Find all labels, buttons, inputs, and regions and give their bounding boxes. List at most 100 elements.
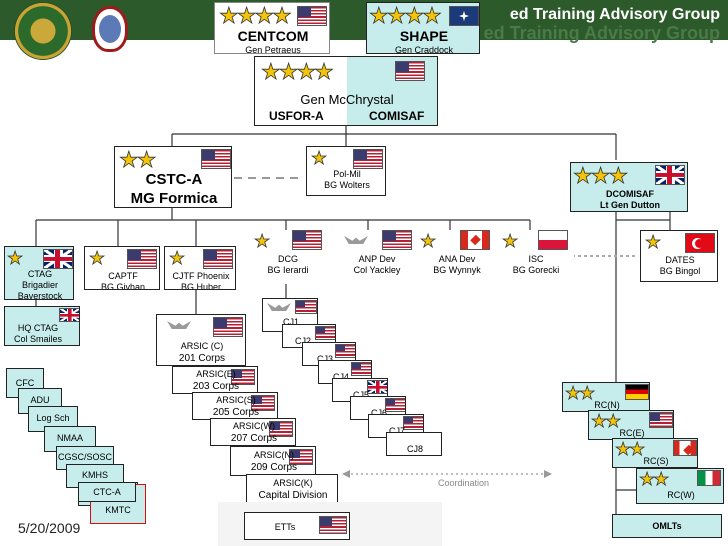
hq-ctag-commander: Col Smailes xyxy=(13,334,62,344)
slide-date: 5/20/2009 xyxy=(18,520,81,536)
two-star-icon: ★★ xyxy=(591,411,622,431)
comisaf-label: COMISAF xyxy=(369,109,425,123)
centcom-box: ★★★★ CENTCOM Gen Petraeus xyxy=(214,2,330,54)
us-flag-icon xyxy=(315,326,335,340)
us-flag-icon xyxy=(289,449,313,465)
dcg-title: DCG xyxy=(278,254,298,264)
one-star-icon: ★ xyxy=(7,248,24,268)
turkey-flag-icon xyxy=(685,233,715,253)
captf-box: ★ CAPTF BG Givhan xyxy=(84,246,160,290)
omlts-box: OMLTs xyxy=(612,514,722,538)
etts-box: ETTs xyxy=(244,512,350,540)
two-star-icon: ★★ xyxy=(119,147,157,172)
banner-title: ed Training Advisory Group xyxy=(509,6,720,23)
dates-box: ★ DATES BG Bingol xyxy=(640,230,718,282)
arsic-n-box: ARSIC(N) 209 Corps xyxy=(230,446,316,476)
centcom-title: CENTCOM xyxy=(237,28,309,44)
canada-flag-icon xyxy=(673,440,697,456)
dcomisaf-title: DCOMISAF xyxy=(606,189,654,199)
us-flag-icon xyxy=(297,6,327,26)
nato-flag-icon xyxy=(449,6,479,26)
cj8-box: CJ8 xyxy=(386,432,442,456)
cjtf-phoenix-title: CJTF Phoenix xyxy=(172,271,230,281)
captf-commander: BG Givhan xyxy=(100,282,146,290)
shape-commander: Gen Craddock xyxy=(394,45,454,54)
poland-flag-icon xyxy=(538,230,568,250)
colonel-eagle-icon xyxy=(167,319,191,331)
rc-e-box: ★★ RC(E) xyxy=(588,410,674,440)
rc-s-box: ★★ RC(S) xyxy=(612,438,698,468)
cstc-a-commander: MG Formica xyxy=(130,190,218,207)
uk-flag-icon xyxy=(367,380,387,394)
dcg-commander: BG Ierardi xyxy=(267,265,309,275)
ctag-seal-logo xyxy=(14,2,72,60)
ana-dev-commander: BG Wynnyk xyxy=(433,265,481,275)
anp-dev-box: ANP Dev Col Yackley xyxy=(338,230,416,282)
ctag-title: CTAG xyxy=(27,269,53,279)
one-star-icon: ★ xyxy=(420,231,437,251)
usfor-commander: Gen McChrystal xyxy=(300,92,394,107)
germany-flag-icon xyxy=(625,384,649,400)
usfor-comisaf-box: ★★★★ Gen McChrystal USFOR-A COMISAF xyxy=(254,56,438,126)
isc-box: ★ ISC BG Gorecki xyxy=(498,230,574,282)
captf-title: CAPTF xyxy=(108,271,138,281)
dcomisaf-box: ★★★ DCOMISAF Lt Gen Dutton xyxy=(570,162,688,212)
one-star-icon: ★ xyxy=(645,232,662,252)
hq-ctag-title: HQ CTAG xyxy=(17,323,59,333)
arsic-e-box: ARSIC(E) 203 Corps xyxy=(172,366,258,394)
ana-dev-title: ANA Dev xyxy=(438,254,476,264)
ctc-a-front-box: CTC-A xyxy=(78,482,136,502)
three-star-icon: ★★★ xyxy=(573,163,629,188)
uk-flag-icon xyxy=(59,308,79,322)
two-star-icon: ★★ xyxy=(565,383,596,403)
four-star-icon: ★★★★ xyxy=(219,3,293,28)
us-flag-icon xyxy=(649,412,673,428)
uk-flag-icon xyxy=(43,249,73,269)
usfor-label: USFOR-A xyxy=(269,109,324,123)
us-flag-icon xyxy=(351,362,371,376)
dates-title: DATES xyxy=(665,255,695,265)
shape-box: ★★★★ SHAPE Gen Craddock xyxy=(366,2,480,54)
banner-watermark: ed Training Advisory Group xyxy=(483,23,720,43)
us-flag-icon xyxy=(353,149,383,169)
hq-ctag-box: HQ CTAG Col Smailes xyxy=(4,306,80,346)
pol-mil-title: Pol-Mil xyxy=(333,169,361,179)
us-flag-icon xyxy=(269,421,293,437)
us-flag-icon xyxy=(292,230,322,250)
us-flag-icon xyxy=(203,249,233,269)
coordination-label: Coordination xyxy=(438,478,490,488)
us-flag-icon xyxy=(335,344,355,358)
cjtf-phoenix-commander: BG Huber xyxy=(180,282,222,290)
us-flag-icon xyxy=(385,398,405,412)
us-flag-icon xyxy=(382,230,412,250)
pol-mil-commander: BG Wolters xyxy=(324,180,370,190)
rc-w-box: ★★ RC(W) xyxy=(636,468,724,504)
one-star-icon: ★ xyxy=(169,248,186,268)
anp-dev-commander: Col Yackley xyxy=(353,265,401,275)
arsic-w-box: ARSIC(W) 207 Corps xyxy=(210,418,296,446)
colonel-eagle-icon xyxy=(344,234,368,246)
us-flag-icon xyxy=(395,61,425,81)
one-star-icon: ★ xyxy=(254,231,271,251)
us-flag-icon xyxy=(251,395,275,411)
rc-n-box: ★★ RC(N) xyxy=(562,382,650,412)
centcom-commander: Gen Petraeus xyxy=(245,45,301,54)
us-flag-icon xyxy=(403,416,423,430)
cstc-a-box: ★★ CSTC-A MG Formica xyxy=(114,146,232,208)
one-star-icon: ★ xyxy=(311,148,328,168)
one-star-icon: ★ xyxy=(502,231,519,251)
anp-dev-title: ANP Dev xyxy=(358,254,396,264)
isc-title: ISC xyxy=(528,254,544,264)
arsic-k-box: ARSIC(K) Capital Division xyxy=(246,474,338,504)
us-flag-icon xyxy=(319,516,347,534)
us-flag-icon xyxy=(127,249,157,269)
cstc-a-title: CSTC-A xyxy=(145,171,203,188)
ctag-commander: Baverstock xyxy=(17,291,63,300)
us-flag-icon xyxy=(231,369,255,385)
dcg-box: ★ DCG BG Ierardi xyxy=(248,230,328,282)
ana-dev-box: ★ ANA Dev BG Wynnyk xyxy=(418,230,496,282)
one-star-icon: ★ xyxy=(89,248,106,268)
shape-title: SHAPE xyxy=(399,28,449,44)
dates-commander: BG Bingol xyxy=(659,266,701,276)
